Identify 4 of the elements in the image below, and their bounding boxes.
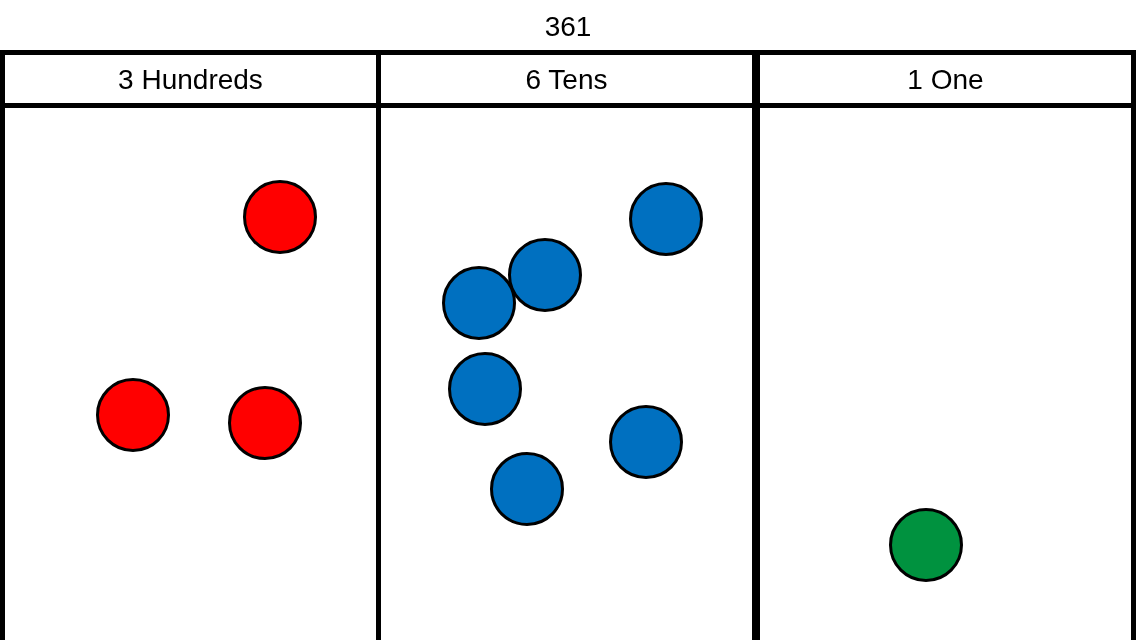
chart-title: 361 — [543, 10, 593, 44]
column-header: 1 One — [760, 55, 1131, 108]
column-header: 6 Tens — [381, 55, 752, 108]
place-value-column — [755, 50, 1136, 640]
